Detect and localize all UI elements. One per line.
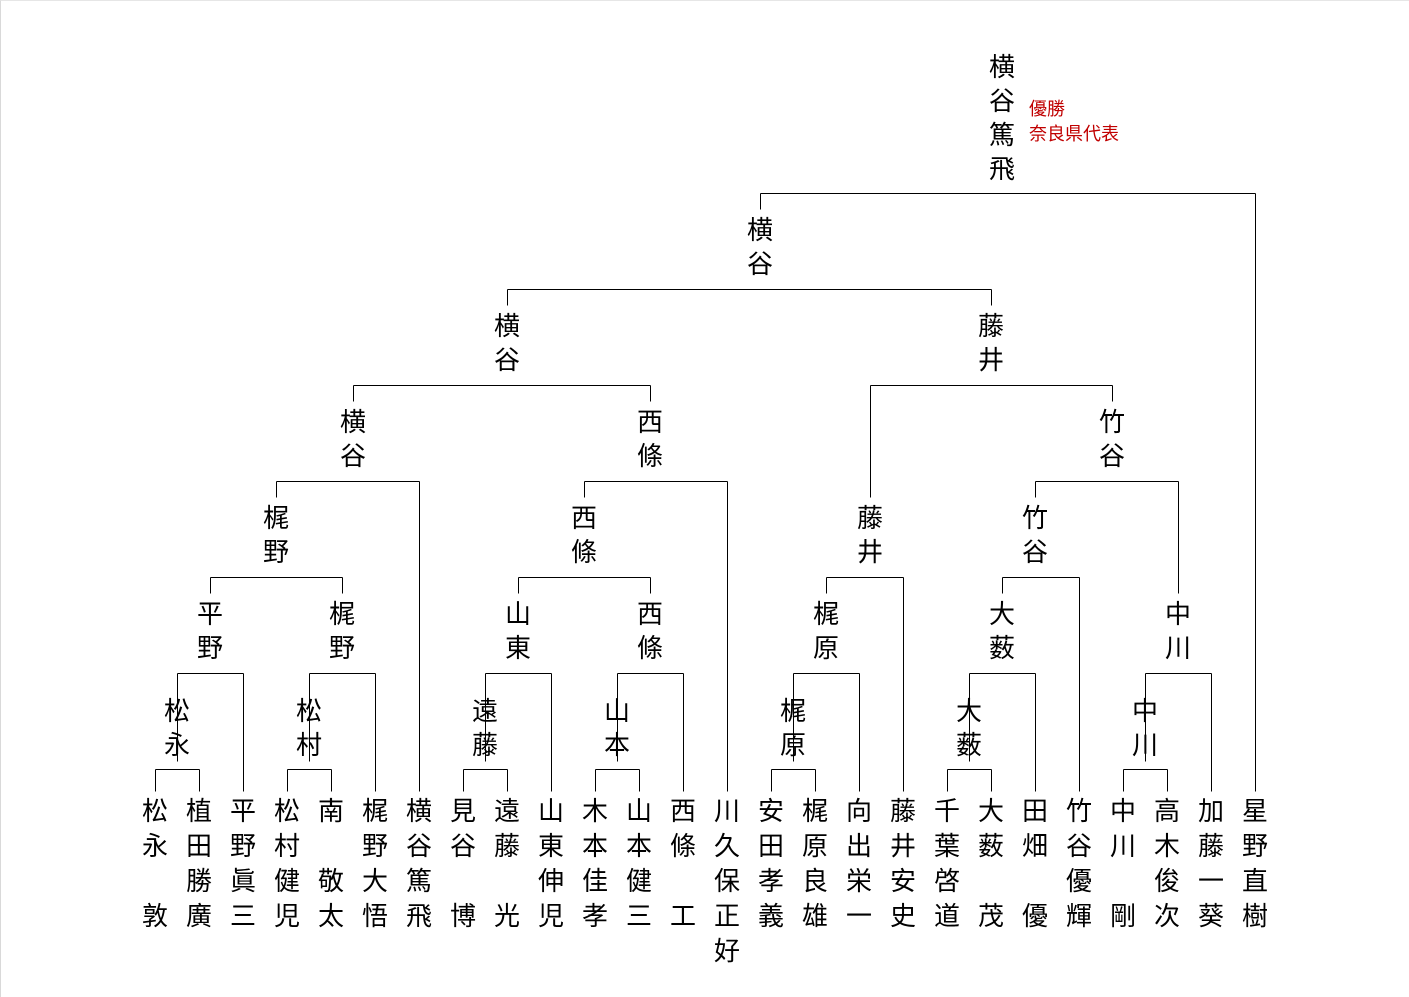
match-winner: 大 薮 [955, 697, 982, 761]
match-winner: 梶 野 [328, 600, 355, 664]
match-winner: 山 本 [603, 697, 630, 761]
player-name: 千 葉 啓 道 [933, 797, 960, 932]
champion-name: 横 谷 篤 飛 [988, 53, 1015, 185]
player-name: 木 本 佳 孝 [581, 797, 608, 932]
match-winner: 横 谷 [746, 216, 773, 280]
match-winner: 横 谷 [339, 408, 366, 472]
match-winner: 西 條 [570, 504, 597, 568]
player-name: 松 永 敦 [141, 797, 168, 932]
match-winner: 遠 藤 [471, 697, 498, 761]
player-name: 川 久 保 正 好 [713, 797, 740, 967]
player-name: 植 田 勝 廣 [185, 797, 212, 932]
player-name: 遠 藤 光 [493, 797, 520, 932]
match-winner: 西 條 [636, 408, 663, 472]
match-winner: 中 川 [1164, 600, 1191, 664]
player-name: 星 野 直 樹 [1241, 797, 1268, 932]
match-winner: 梶 野 [262, 504, 289, 568]
player-name: 竹 谷 優 輝 [1065, 797, 1092, 932]
player-name: 西 條 工 [669, 797, 696, 932]
match-winner: 藤 井 [977, 312, 1004, 376]
match-winner: 竹 谷 [1098, 408, 1125, 472]
match-winner: 藤 井 [856, 504, 883, 568]
player-name: 梶 原 良 雄 [801, 797, 828, 932]
match-winner: 西 條 [636, 600, 663, 664]
player-name: 向 出 栄 一 [845, 797, 872, 932]
player-name: 藤 井 安 史 [889, 797, 916, 932]
player-name: 大 薮 茂 [977, 797, 1004, 932]
match-winner: 竹 谷 [1021, 504, 1048, 568]
match-winner: 山 東 [504, 600, 531, 664]
match-winner: 横 谷 [493, 312, 520, 376]
player-name: 梶 野 大 悟 [361, 797, 388, 932]
player-name: 横 谷 篤 飛 [405, 797, 432, 932]
player-name: 見 谷 博 [449, 797, 476, 932]
player-name: 田 畑 優 [1021, 797, 1048, 932]
match-winner: 梶 原 [812, 600, 839, 664]
champion-note: 優勝 奈良県代表 [1029, 97, 1119, 147]
champion-representative-label: 奈良県代表 [1029, 124, 1119, 145]
player-name: 加 藤 一 葵 [1197, 797, 1224, 932]
player-name: 平 野 眞 三 [229, 797, 256, 932]
player-name: 安 田 孝 義 [757, 797, 784, 932]
match-winner: 梶 原 [779, 697, 806, 761]
player-name: 中 川 剛 [1109, 797, 1136, 932]
match-winner: 松 永 [163, 697, 190, 761]
player-name: 高 木 俊 次 [1153, 797, 1180, 932]
match-winner: 大 薮 [988, 600, 1015, 664]
match-winner: 松 村 [295, 697, 322, 761]
player-name: 松 村 健 児 [273, 797, 300, 932]
champion-label: 優勝 [1029, 99, 1065, 120]
player-name: 南 敬 太 [317, 797, 344, 932]
match-winner: 平 野 [196, 600, 223, 664]
player-name: 山 本 健 三 [625, 797, 652, 932]
match-winner: 中 川 [1131, 697, 1158, 761]
player-name: 山 東 伸 児 [537, 797, 564, 932]
